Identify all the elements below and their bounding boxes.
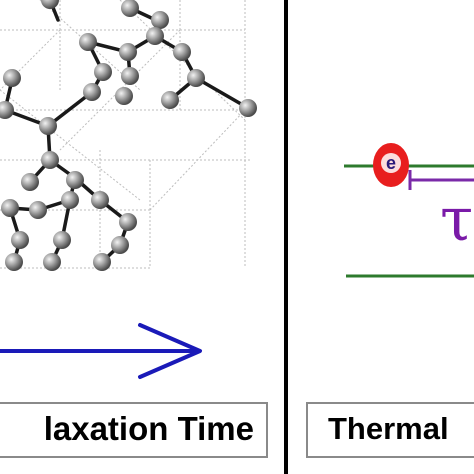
relaxation-time-label: laxation Time [0,402,268,458]
tau-bracket [408,170,474,190]
relaxation-panel: laxation Time [0,0,268,458]
panel-divider [284,0,288,474]
lattice-svg [0,0,257,379]
tau-symbol: τ [440,185,474,255]
electron-symbol: e [385,153,396,173]
lattice-atoms [0,0,257,271]
thermal-label: Thermal [306,402,474,458]
relaxation-arrow [0,323,202,379]
